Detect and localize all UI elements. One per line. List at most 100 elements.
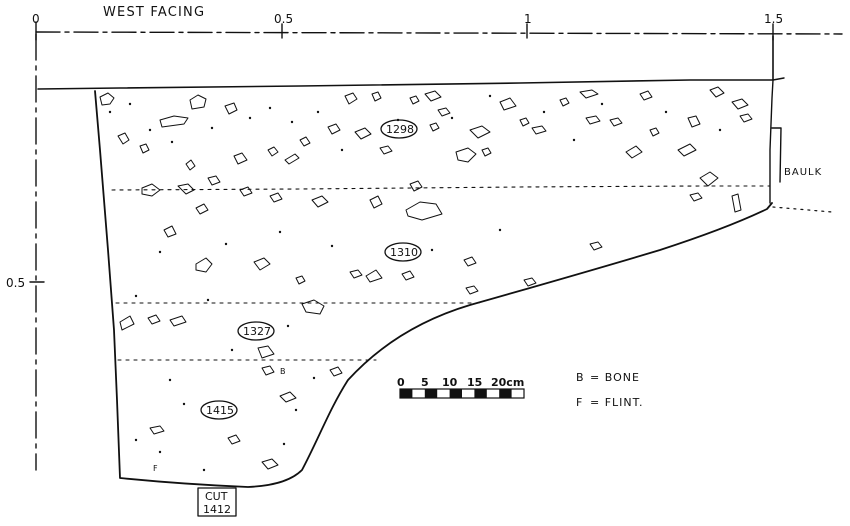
stone <box>731 193 742 213</box>
stone <box>149 425 165 435</box>
cut-label-line1: CUT <box>205 490 228 503</box>
legend-meaning-flint: = FLINT. <box>590 396 644 409</box>
stone <box>531 125 547 135</box>
stone <box>327 123 341 135</box>
stone <box>589 241 603 251</box>
stone <box>233 152 248 165</box>
stone <box>689 192 703 202</box>
scale-label-0: 0 <box>397 376 405 389</box>
stone <box>139 143 150 154</box>
scale-label-15: 15 <box>467 376 482 389</box>
stone <box>709 86 725 98</box>
stone <box>625 145 643 159</box>
stone <box>189 94 207 110</box>
stone <box>344 92 358 105</box>
context-ring-1415 <box>200 400 238 420</box>
stone <box>119 315 135 331</box>
stone <box>227 434 241 445</box>
stone <box>169 315 187 327</box>
stone <box>429 122 440 132</box>
stone <box>455 147 477 163</box>
stone <box>409 180 423 192</box>
context-label-1310: 1310 <box>390 246 418 259</box>
cut-right-edge <box>769 79 774 204</box>
stone <box>523 277 537 287</box>
stone <box>699 171 719 187</box>
stone <box>195 203 209 215</box>
stone <box>401 270 415 281</box>
stone <box>639 90 653 101</box>
top-scale-line <box>35 31 843 35</box>
top-tick-label-0: 0 <box>32 12 40 26</box>
stone <box>284 153 300 165</box>
stone <box>649 127 660 137</box>
stone <box>267 146 279 157</box>
stone <box>405 201 443 221</box>
stone <box>731 98 749 110</box>
baulk-bracket <box>771 127 782 183</box>
stone <box>195 257 213 273</box>
stone <box>465 285 479 295</box>
legend-meaning-bone: = BONE <box>590 371 640 384</box>
stone <box>579 89 599 99</box>
cut-label-line2: 1412 <box>203 503 231 516</box>
scale-label-5: 5 <box>421 376 429 389</box>
left-tick-label-0.5: 0.5 <box>6 276 25 290</box>
stone <box>519 117 530 127</box>
stone <box>559 97 570 107</box>
stone <box>424 90 442 102</box>
top-tick-label-0.5: 0.5 <box>274 12 293 26</box>
stone <box>463 256 477 267</box>
stone <box>257 345 275 359</box>
stone <box>677 143 697 157</box>
stone <box>147 314 161 325</box>
baulk-dotted-line <box>772 206 833 213</box>
drawing-title: WEST FACING <box>103 5 205 20</box>
stone <box>224 102 238 115</box>
stone <box>163 225 177 238</box>
stone <box>253 257 271 271</box>
flint-find-marker: F <box>153 464 158 473</box>
stone <box>609 117 623 127</box>
stone <box>311 195 329 208</box>
stone <box>329 366 343 377</box>
stone <box>687 115 701 128</box>
baulk-label: BAULK <box>784 167 822 178</box>
context-label-1415: 1415 <box>206 404 234 417</box>
surface-tick <box>772 77 785 81</box>
context-label-1327: 1327 <box>243 325 271 338</box>
stone <box>379 145 393 155</box>
legend-code-flint: F <box>576 396 583 409</box>
stone <box>437 107 451 117</box>
context-ring-1298 <box>380 119 418 139</box>
context-label-1298: 1298 <box>386 123 414 136</box>
stone <box>207 175 221 186</box>
scale-label-10: 10 <box>442 376 458 389</box>
cut-outline <box>94 90 773 488</box>
ground-surface-line <box>37 79 774 90</box>
legend-code-bone: B <box>576 371 585 384</box>
scale-label-20cm: 20cm <box>491 376 524 389</box>
stone <box>369 195 383 209</box>
stone <box>349 269 363 279</box>
stone <box>469 125 491 139</box>
context-ring-1310 <box>384 242 422 262</box>
top-tick-label-1: 1 <box>524 12 532 26</box>
cut-label-box <box>197 487 237 517</box>
stone <box>261 365 275 376</box>
stone <box>239 186 253 197</box>
stone <box>585 115 601 125</box>
context-ring-1327 <box>237 321 275 341</box>
stone <box>354 127 372 140</box>
stone <box>295 275 306 285</box>
bone-find-marker: B <box>280 367 286 376</box>
stone <box>185 159 196 171</box>
stone <box>177 183 195 195</box>
stone <box>299 136 311 147</box>
stone <box>409 95 420 105</box>
stone <box>99 92 115 106</box>
stone <box>159 115 189 128</box>
stone <box>365 269 383 283</box>
stone <box>279 391 297 403</box>
